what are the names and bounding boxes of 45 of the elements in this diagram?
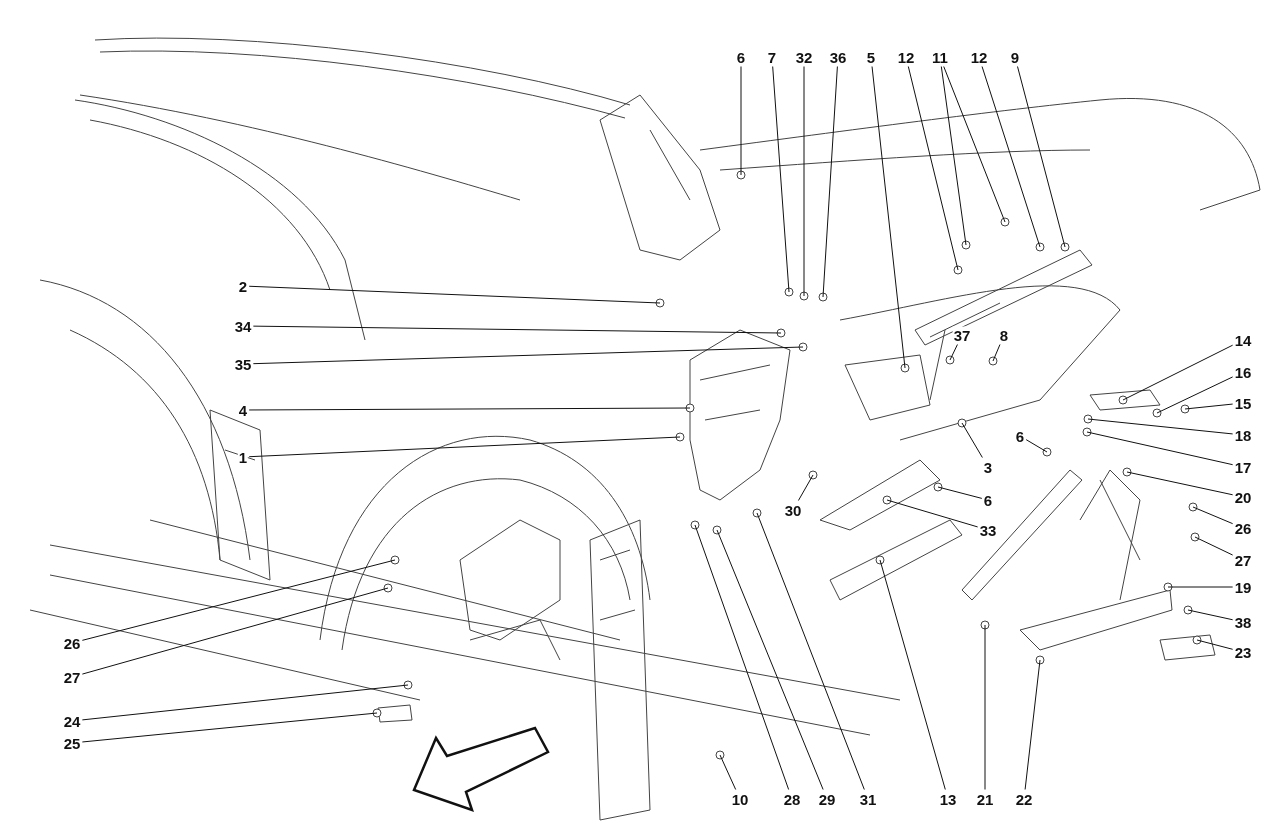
leader-line: [248, 285, 661, 304]
leader-line: [981, 66, 1041, 248]
leader-line: [1156, 376, 1234, 414]
leader-line: [822, 66, 838, 298]
leader-line: [984, 624, 986, 790]
leader-line: [1017, 66, 1066, 248]
leader-line: [1184, 403, 1234, 410]
leader-line: [937, 486, 983, 499]
leader-line: [716, 529, 824, 790]
leader-line: [1086, 431, 1234, 466]
leader-line: [694, 524, 790, 790]
leader-line: [740, 66, 742, 176]
leader-line: [1187, 609, 1234, 621]
leader-line: [1025, 439, 1048, 453]
leader-line: [1126, 471, 1234, 496]
leader-line: [81, 712, 378, 743]
leader-line: [886, 499, 979, 528]
leader-line: [1167, 586, 1234, 588]
leader-line: [1024, 659, 1041, 790]
leader-line: [81, 684, 409, 721]
leader-line: [992, 344, 1001, 362]
leader-line: [1087, 418, 1234, 435]
leader-line: [1122, 344, 1234, 401]
leader-line: [248, 436, 681, 458]
leader-line: [756, 512, 865, 790]
leader-line: [803, 66, 805, 297]
leader-line: [252, 346, 804, 365]
leader-line: [940, 66, 967, 246]
leader-line: [907, 66, 959, 271]
leader-line: [252, 325, 782, 334]
leader-line: [81, 587, 389, 675]
leader-line: [248, 407, 691, 411]
leader-line: [1194, 536, 1234, 556]
leader-line: [81, 559, 396, 641]
leader-line: [1192, 506, 1234, 525]
leader-line: [943, 66, 1006, 223]
leader-line: [949, 344, 958, 361]
leader-line: [1196, 639, 1234, 650]
leader-line: [797, 474, 814, 501]
leader-line: [879, 559, 946, 790]
leader-line: [719, 754, 737, 790]
leader-line: [871, 66, 906, 369]
leader-line: [961, 422, 983, 458]
leader-line: [772, 66, 790, 293]
callout-number: 37: [952, 326, 972, 344]
